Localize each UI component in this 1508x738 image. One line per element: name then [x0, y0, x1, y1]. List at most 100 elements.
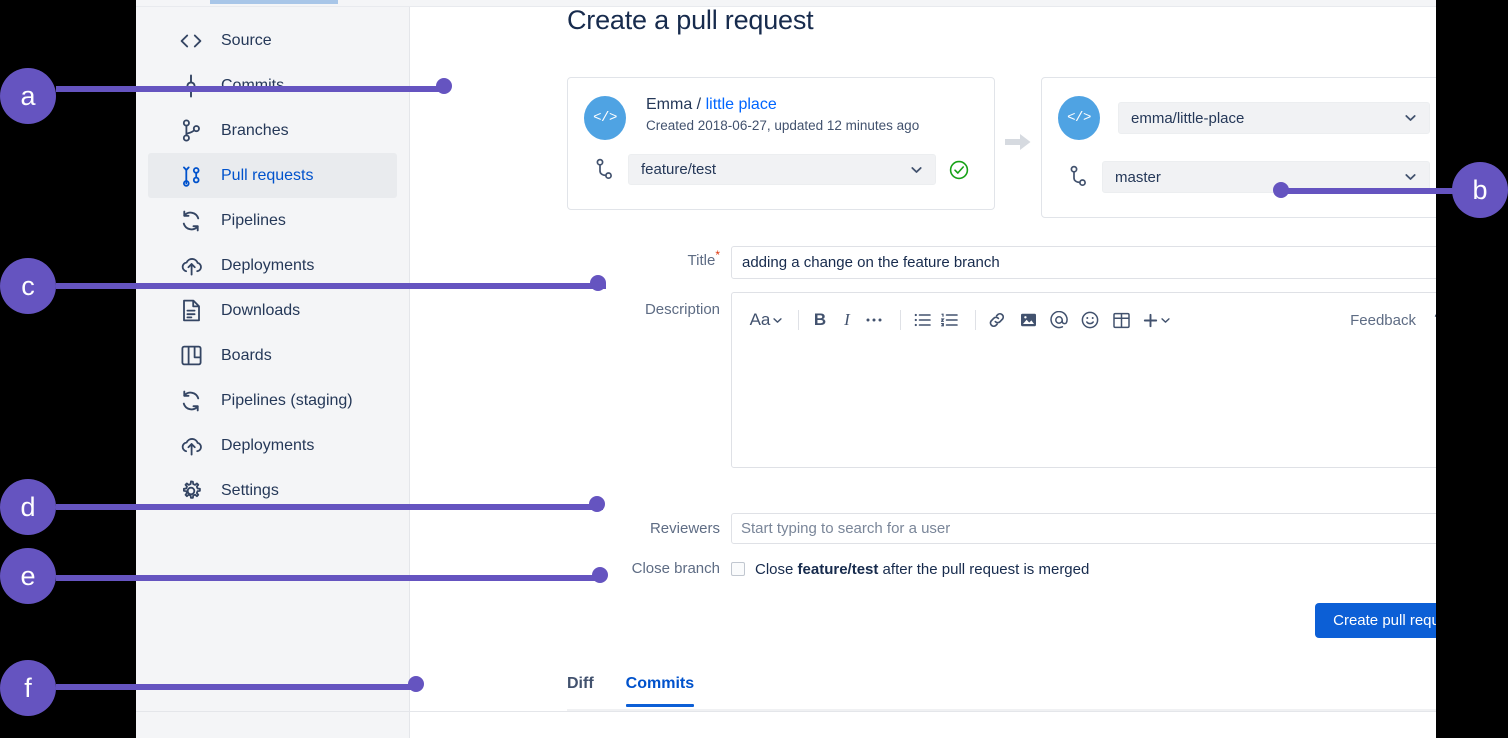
sidebar-item-label: Settings [221, 481, 279, 499]
close-branch-checkbox[interactable] [731, 562, 745, 576]
insert-plus-dropdown[interactable] [1141, 307, 1171, 333]
sidebar-item-pipelines[interactable]: Pipelines [148, 198, 397, 243]
sidebar-item-label: Pipelines (staging) [221, 391, 353, 409]
create-pull-request-button[interactable]: Create pull request [1315, 603, 1436, 638]
editor-feedback-link[interactable]: Feedback [1350, 311, 1416, 329]
dest-repo-value: emma/little-place [1131, 109, 1245, 127]
dest-branch-icon [1066, 163, 1090, 189]
close-text-branch: feature/test [797, 560, 879, 578]
help-icon[interactable]: ? [1434, 310, 1436, 331]
bottom-strip [136, 711, 1436, 738]
toolbar-divider [798, 310, 799, 330]
page-title: Create a pull request [567, 7, 814, 35]
sidebar-item-boards[interactable]: Boards [148, 333, 397, 378]
dest-repo-select[interactable]: emma/little-place [1118, 102, 1430, 134]
top-strip [136, 0, 1436, 7]
source-branch-value: feature/test [641, 161, 717, 178]
numbered-list-icon[interactable] [938, 307, 960, 333]
code-brackets-icon [178, 28, 204, 54]
toolbar-divider [900, 310, 901, 330]
boards-icon [178, 343, 204, 369]
source-branch-select[interactable]: feature/test [628, 154, 936, 185]
sidebar-item-label: Deployments [221, 436, 315, 454]
callout-badge-e: e [0, 548, 56, 604]
callout-badge-d: d [0, 479, 56, 535]
reviewers-input[interactable]: Start typing to search for a user [731, 513, 1436, 544]
source-repo-avatar-icon: </> [584, 96, 626, 140]
callout-badge-c: c [0, 258, 56, 314]
source-branch-valid-icon [949, 160, 969, 180]
source-repo-link[interactable]: little place [705, 96, 777, 113]
sidebar-item-label: Commits [221, 76, 285, 94]
top-strip-cut-element [210, 0, 338, 4]
bold-icon[interactable]: B [813, 310, 827, 329]
title-input-value: adding a change on the feature branch [742, 254, 1000, 271]
emoji-icon[interactable] [1079, 307, 1101, 333]
source-repo-meta: Created 2018-06-27, updated 12 minutes a… [646, 118, 920, 133]
chevron-down-icon [1403, 111, 1417, 125]
sidebar-item-label: Deployments [221, 256, 315, 274]
callout-badge-a: a [0, 68, 56, 124]
toolbar-divider [975, 310, 976, 330]
sidebar-item-label: Branches [221, 121, 289, 139]
description-label: Description [644, 301, 720, 318]
close-branch-row: Close feature/test after the pull reques… [731, 559, 1089, 579]
link-icon[interactable] [986, 307, 1008, 333]
callout-badge-b: b [1452, 162, 1508, 218]
sidebar-item-source[interactable]: Source [148, 18, 397, 63]
mention-icon[interactable] [1048, 307, 1070, 333]
tab-commits[interactable]: Commits [625, 675, 695, 707]
pipelines-icon [178, 208, 204, 234]
source-repo-title: Emma / little place [646, 96, 777, 114]
dest-branch-value: master [1115, 168, 1161, 186]
arrow-right-icon [1005, 131, 1031, 153]
sidebar-item-pull-requests[interactable]: Pull requests [148, 153, 397, 198]
pipelines-icon [178, 388, 204, 414]
close-text-prefix: Close [755, 560, 798, 578]
destination-branch-card: </> emma/little-place master [1041, 77, 1436, 218]
downloads-icon [178, 298, 204, 324]
bottom-tabs: Diff Commits [567, 675, 1436, 711]
sidebar-item-deployments[interactable]: Deployments [148, 243, 397, 288]
source-branch-icon [592, 156, 616, 182]
chevron-down-icon [1403, 170, 1417, 184]
gear-icon [178, 478, 204, 504]
close-text-suffix: after the pull request is merged [878, 560, 1090, 578]
sidebar-item-downloads[interactable]: Downloads [148, 288, 397, 333]
italic-icon[interactable]: I [844, 310, 850, 329]
pull-request-icon [178, 163, 204, 189]
description-editor[interactable]: Aa B I [731, 292, 1436, 468]
sidebar-item-deployments[interactable]: Deployments [148, 423, 397, 468]
bottom-strip-sidebar [136, 712, 410, 738]
table-icon[interactable] [1110, 307, 1132, 333]
branches-icon [178, 118, 204, 144]
sidebar-item-commits[interactable]: Commits [148, 63, 397, 108]
sidebar-item-label: Downloads [221, 301, 301, 319]
sidebar-item-branches[interactable]: Branches [148, 108, 397, 153]
source-branch-card: </> Emma / little place Created 2018-06-… [567, 77, 995, 210]
chevron-down-icon [909, 163, 923, 177]
bulleted-list-icon[interactable] [911, 307, 933, 333]
close-branch-label: Close branch [631, 560, 720, 577]
main-content: Create a pull request </> Emma / little … [410, 7, 1436, 711]
tab-diff[interactable]: Diff [567, 675, 594, 692]
title-label: Title* [687, 248, 720, 269]
image-icon[interactable] [1017, 307, 1039, 333]
source-repo-owner: Emma / [646, 96, 702, 113]
text-style-dropdown[interactable]: Aa [749, 307, 783, 333]
reviewers-label: Reviewers [649, 520, 720, 537]
dest-repo-avatar-icon: </> [1058, 96, 1100, 140]
more-formatting-icon[interactable] [863, 307, 885, 333]
callout-badge-f: f [0, 660, 56, 716]
deployments-icon [178, 433, 204, 459]
sidebar-item-label: Pipelines [221, 211, 286, 229]
sidebar-item-label: Boards [221, 346, 272, 364]
sidebar-item-pipelines-staging[interactable]: Pipelines (staging) [148, 378, 397, 423]
commits-icon [178, 73, 204, 99]
sidebar-item-settings[interactable]: Settings [148, 468, 397, 513]
dest-branch-select[interactable]: master [1102, 161, 1430, 193]
title-input[interactable]: adding a change on the feature branch [731, 246, 1436, 279]
